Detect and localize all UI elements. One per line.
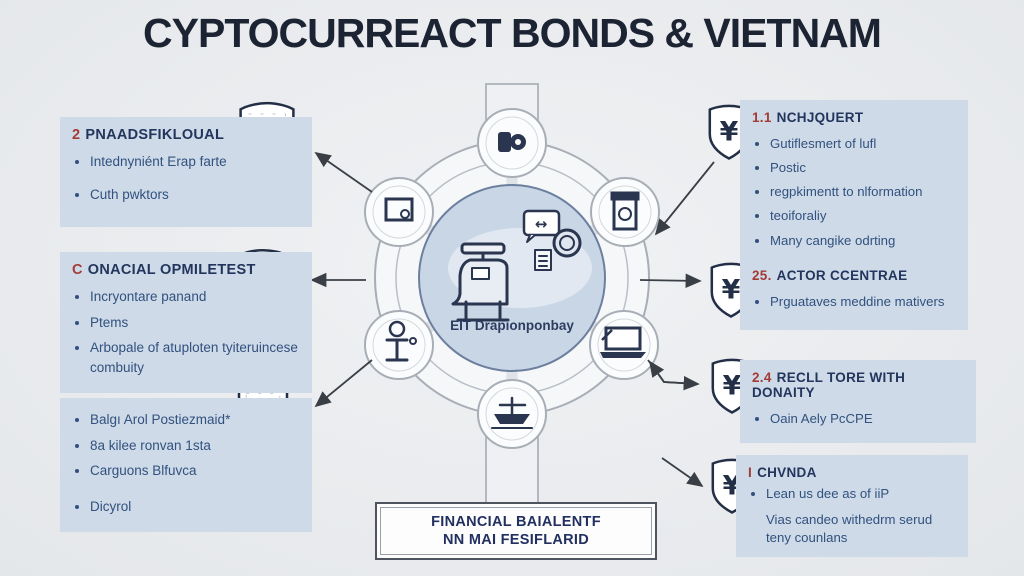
- page-title: CYPTOCURREACT BONDS & VIETNAM: [143, 10, 882, 56]
- satellite-top: [477, 108, 547, 178]
- bullet-item: Incryontare panand: [90, 287, 300, 307]
- bullet-item: teoiforaliy: [770, 206, 956, 225]
- bullet-list: Gutiflesmert of lufl Postic regpkimentt …: [752, 134, 956, 250]
- satellite-lower-right: [589, 310, 659, 380]
- coin-stack-icon: [498, 132, 526, 152]
- panel-note: Vias candeo withedrm serud teny counlans: [766, 512, 933, 545]
- monitor-icon: [384, 197, 414, 222]
- bullet-list: Incryontare panand Ptems Arbopale of atu…: [72, 287, 300, 377]
- bullet-item: 8a kilee ronvan 1sta: [90, 436, 300, 456]
- satellite-upper-left: [364, 177, 434, 247]
- bullet-item: Cuth pwktors: [90, 185, 300, 205]
- bullet-item: regpkimentt to nlformation: [770, 182, 956, 201]
- panel-left-3: Balgı Arol Postiezmaid* 8a kilee ronvan …: [60, 398, 312, 533]
- bullet-item: Dicyrol: [90, 497, 300, 517]
- boat-icon: [491, 396, 533, 429]
- jar-icon: [610, 191, 640, 231]
- bullet-item: Oain Aely PcCPE: [770, 409, 964, 428]
- bullet-item: Postic: [770, 158, 956, 177]
- panel-number: I: [748, 465, 753, 480]
- chat-arrows-icon: ↔: [522, 209, 561, 243]
- connector-arrows: [310, 151, 715, 488]
- bullet-item: Lean us dee as of iiP: [766, 484, 956, 503]
- coin-icon: [552, 228, 582, 258]
- laptop-icon: [600, 326, 646, 358]
- yen-icon: ¥: [722, 275, 741, 306]
- bullet-list: Balgı Arol Postiezmaid* 8a kilee ronvan …: [72, 410, 300, 516]
- bullet-item: Many cangike odrting: [770, 231, 956, 250]
- bullet-item: Ptems: [90, 313, 300, 333]
- document-icon: [534, 249, 552, 271]
- bottom-label-box: FINANCIAL BAIALENTF NN MAI FESIFLARID: [375, 502, 657, 560]
- bubble-glyph: ↔: [535, 215, 548, 233]
- bullet-item: Arbopale of atuploten tyiteruincese comb…: [90, 338, 300, 377]
- shield-right-1: ¥: [710, 106, 748, 159]
- satellite-nodes: [364, 108, 660, 449]
- bottom-label-line1: FINANCIAL BAIALENTF: [431, 513, 601, 530]
- bullet-list: Intednyniént Erap farte Cuth pwktors: [72, 152, 300, 204]
- panel-number: C: [72, 262, 83, 278]
- bullet-item: Gutiflesmert of lufl: [770, 134, 956, 153]
- hub-icons: ↔: [451, 209, 582, 322]
- bottom-label-line2: NN MAI FESIFLARID: [442, 532, 590, 548]
- panel-right-2: 25.ACTOR CCENTRAE Prguataves meddine mat…: [740, 258, 968, 330]
- panel-number: 2: [72, 127, 81, 143]
- panel-number: 2.4: [752, 370, 772, 385]
- bullet-list: Prguataves meddine mativers: [752, 292, 956, 311]
- pedestal-coin-icon: [385, 320, 417, 362]
- bullet-item: Intednyniént Erap farte: [90, 152, 300, 172]
- bullet-list: Oain Aely PcCPE: [752, 409, 964, 428]
- panel-number: 25.: [752, 268, 772, 283]
- yen-icon: ¥: [723, 371, 742, 402]
- panel-heading: 25.ACTOR CCENTRAE: [752, 268, 908, 283]
- yen-icon: ¥: [720, 117, 739, 148]
- bullet-item: Prguataves meddine mativers: [770, 292, 956, 311]
- machine-icon: [451, 242, 510, 322]
- satellite-bottom: [477, 379, 547, 449]
- satellite-upper-right: [590, 177, 660, 247]
- bullet-item: Balgı Arol Postiezmaid*: [90, 410, 300, 430]
- satellite-lower-left: [364, 310, 434, 380]
- panel-number: 1.1: [752, 110, 772, 125]
- hub-caption: EIT Drapionponbay: [450, 318, 574, 333]
- bullet-list: Lean us dee as of iiP: [748, 484, 956, 503]
- bullet-item: Carguons Blfuvca: [90, 461, 300, 481]
